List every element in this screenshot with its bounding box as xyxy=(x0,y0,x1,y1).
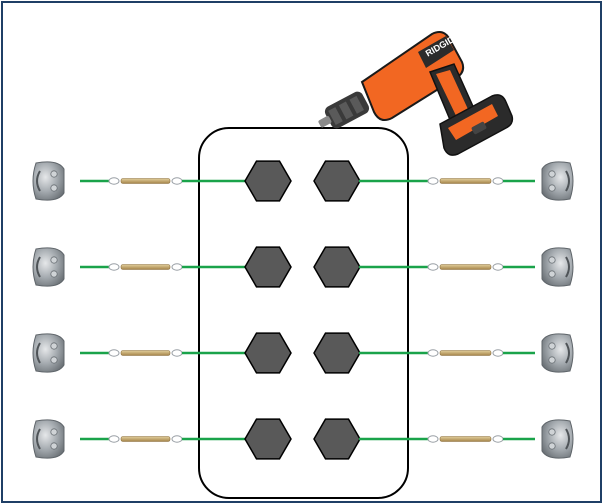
hexagon-enclosure xyxy=(198,127,409,499)
right-hexagon xyxy=(313,246,361,288)
right-housing-icon xyxy=(541,247,574,287)
left-spring-icon xyxy=(108,263,183,271)
left-housing-icon xyxy=(32,419,65,459)
right-spring-icon xyxy=(427,435,504,443)
left-housing-icon xyxy=(32,247,65,287)
left-housing-icon xyxy=(32,333,65,373)
left-hexagon xyxy=(244,246,292,288)
right-hexagon xyxy=(313,418,361,460)
right-hexagon xyxy=(313,160,361,202)
actuator-row xyxy=(32,160,574,202)
right-spring-icon xyxy=(427,263,504,271)
left-hexagon xyxy=(244,418,292,460)
actuator-row xyxy=(32,418,574,460)
left-hexagon xyxy=(244,332,292,374)
right-housing-icon xyxy=(541,419,574,459)
left-spring-icon xyxy=(108,177,183,185)
left-hexagon xyxy=(244,160,292,202)
left-spring-icon xyxy=(108,435,183,443)
right-housing-icon xyxy=(541,161,574,201)
left-housing-icon xyxy=(32,161,65,201)
right-spring-icon xyxy=(427,349,504,357)
right-hexagon xyxy=(313,332,361,374)
cordless-drill-icon: RIDGID xyxy=(318,31,514,156)
actuator-row xyxy=(32,332,574,374)
right-housing-icon xyxy=(541,333,574,373)
actuator-row xyxy=(32,246,574,288)
